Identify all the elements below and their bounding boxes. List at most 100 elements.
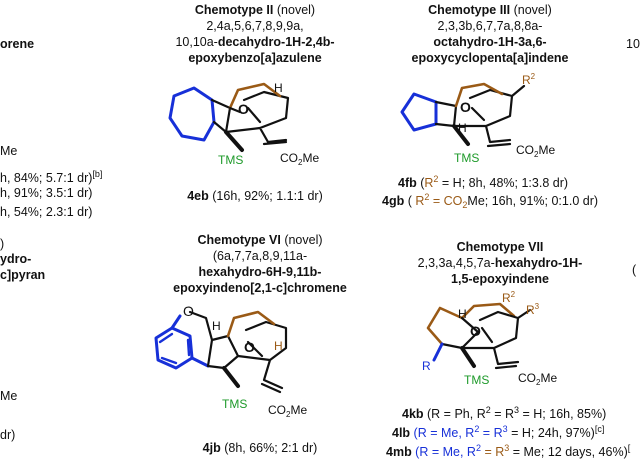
chemotype-vi-locants: (6a,7,7a,8,9,11a- — [212, 249, 308, 263]
tms-label: TMS — [454, 151, 479, 165]
chemotype-ii-structure: O H TMS CO2Me — [168, 81, 319, 167]
cyclopentane-ring — [400, 92, 438, 132]
r2-sup: 2 — [511, 290, 516, 299]
oxygen-label: O — [470, 323, 481, 339]
ester-me: Me — [538, 143, 555, 157]
entry-mid-4lb: = R — [479, 426, 503, 440]
r-label: R — [422, 359, 431, 373]
core-bonds — [188, 310, 288, 394]
ester-co: CO — [518, 371, 536, 385]
ester-sub: 2 — [536, 378, 541, 387]
entry-id-4lb: 4lb — [392, 426, 411, 440]
chemotype-vii-entry-4lb: 4lb (R = Me, R2 = R3 = H; 24h, 97%)[c] — [392, 421, 604, 441]
chemotype-vii-name-line1: 2,3,3a,4,5,7a-hexahydro-1H- — [390, 255, 610, 271]
core-bonds — [440, 308, 532, 370]
entry-text-4kb: (R = Ph, R — [423, 407, 486, 421]
entry-conditions-4jb: (8h, 66%; 2:1 dr) — [224, 441, 318, 455]
entry-rsup-4fb: 2 — [433, 174, 439, 184]
entry-s1-4mb: 2 — [475, 443, 481, 453]
entry-s2-4lb: 3 — [502, 424, 508, 434]
core-bonds — [434, 84, 526, 148]
entry-note-4mb: [ — [627, 443, 631, 453]
right-line-2: ( — [632, 263, 637, 277]
benzene-inner — [158, 332, 191, 365]
chemotype-vii-entry-4kb: 4kb (R = Ph, R2 = R3 = H; 16h, 85%) — [402, 402, 606, 422]
wedge-bond — [460, 346, 476, 368]
entry-id-4fb: 4fb — [398, 176, 417, 190]
chemotype-ii-name-line2: 10,10a-decahydro-1H-2,4b- — [145, 34, 365, 50]
tms-label: TMS — [464, 373, 489, 387]
entry-r-4fb: R — [424, 176, 434, 190]
chemotype-vii-name-line2: 1,5-epoxyindene — [451, 272, 549, 286]
right-line-1: 10 — [626, 37, 640, 51]
entry-text-4lb: (R = Me, R — [410, 426, 475, 440]
chemotype-vii-entry-4mb: 4mb (R = Me, R2 = R3 = Me; 12 days, 46%)… — [386, 440, 630, 460]
chemotype-ii-title: Chemotype II — [194, 3, 274, 17]
oxygen-label: O — [460, 99, 471, 115]
chemotype-iii-title: Chemotype III — [428, 3, 511, 17]
chemotype-vii-name1: hexahydro-1H- — [494, 256, 583, 270]
entry-id-4eb: 4eb — [187, 189, 209, 203]
brown-bridge — [226, 310, 276, 338]
chemotype-vi-name-line3: epoxyindeno[2,1-c]chromene — [173, 281, 347, 295]
chemotype-iii-heading: Chemotype III (novel) — [380, 2, 600, 18]
hydrogen-label-2: H — [274, 339, 283, 353]
left-line-5: h, 54%; 2.3:1 dr) — [0, 205, 93, 219]
core-bonds — [210, 90, 290, 146]
r2-r: R — [502, 291, 511, 305]
chemotype-iii-entry-4fb: 4fb (R2 = H; 8h, 48%; 1:3.8 dr) — [398, 171, 568, 191]
hydrogen-label: H — [274, 81, 283, 95]
hydrogen-label: H — [458, 121, 467, 135]
entry-r-4gb: R — [415, 194, 425, 208]
r3-label: R3 — [526, 302, 540, 317]
entry-open-4fb: ( — [416, 176, 425, 190]
left-line-4: h, 91%; 3.5:1 dr) — [0, 186, 93, 200]
chemotype-vii-structure: H O R2 R3 R TMS CO2Me — [422, 290, 557, 387]
left-line-7: ydro- — [0, 252, 32, 266]
chemotype-iii-locants: 2,3,3b,6,7,7a,8,8a- — [437, 19, 543, 33]
ester-label: CO2Me — [280, 151, 319, 167]
wedge-bond — [224, 130, 244, 152]
ester-co: CO — [516, 143, 534, 157]
ester-sub: 2 — [534, 150, 539, 159]
ester-me: Me — [302, 151, 319, 165]
entry-cond-sub-4gb: 2 — [462, 200, 468, 210]
ester-label: CO2Me — [518, 371, 557, 387]
ester-sub: 2 — [286, 410, 291, 419]
entry-cond-b-4gb: Me; 16h, 91%; 0:1.0 dr) — [467, 194, 599, 208]
r2-sup: 2 — [531, 72, 536, 81]
chemotype-vi-novel: (novel) — [284, 233, 323, 247]
entry-mid-4kb: = R — [490, 407, 515, 421]
entry-s2-4mb: 3 — [504, 443, 510, 453]
oxygen-label: O — [244, 339, 255, 355]
entry-end-4mb: = Me; 12 days, 46%) — [509, 445, 628, 459]
r2-label: R2 — [502, 290, 516, 305]
chemotype-vii-locants: 2,3,3a,4,5,7a- — [417, 256, 495, 270]
ester-me: Me — [290, 403, 307, 417]
chemotype-ii-name-line3: epoxybenzo[a]azulene — [188, 51, 322, 65]
pyran-oxygen-label: O — [183, 303, 194, 319]
entry-rsup-4gb: 2 — [424, 192, 430, 202]
entry-mid-4mb: = R — [480, 445, 505, 459]
entry-s2-4kb: 3 — [514, 405, 520, 415]
oxygen-bridge — [480, 326, 494, 344]
cycloheptane-ring — [168, 86, 216, 142]
oxygen-bridge — [470, 106, 486, 122]
ester-label: CO2Me — [268, 403, 307, 419]
entry-end-4lb: = H; 24h, 97%) — [507, 426, 595, 440]
left-line-10: dr) — [0, 428, 16, 442]
r3-sup: 3 — [535, 302, 540, 311]
left-line-2: Me — [0, 144, 18, 158]
ester-co: CO — [280, 151, 298, 165]
ester-sub: 2 — [298, 158, 303, 167]
entry-id-4mb: 4mb — [386, 445, 412, 459]
r3-r: R — [526, 303, 535, 317]
pyran-ring-blue — [170, 314, 210, 368]
left-line-3-text: h, 84%; 5.7:1 dr) — [0, 171, 93, 185]
entry-cond-a-4gb: = CO — [429, 194, 463, 208]
chemotype-ii-novel: (novel) — [276, 3, 316, 17]
chemotype-vi-name-line2: hexahydro-6H-9,11b- — [198, 265, 322, 279]
entry-text-4mb: (R = Me, R — [411, 445, 476, 459]
tms-label: TMS — [218, 153, 243, 167]
chemotype-iii-novel: (novel) — [513, 3, 552, 17]
